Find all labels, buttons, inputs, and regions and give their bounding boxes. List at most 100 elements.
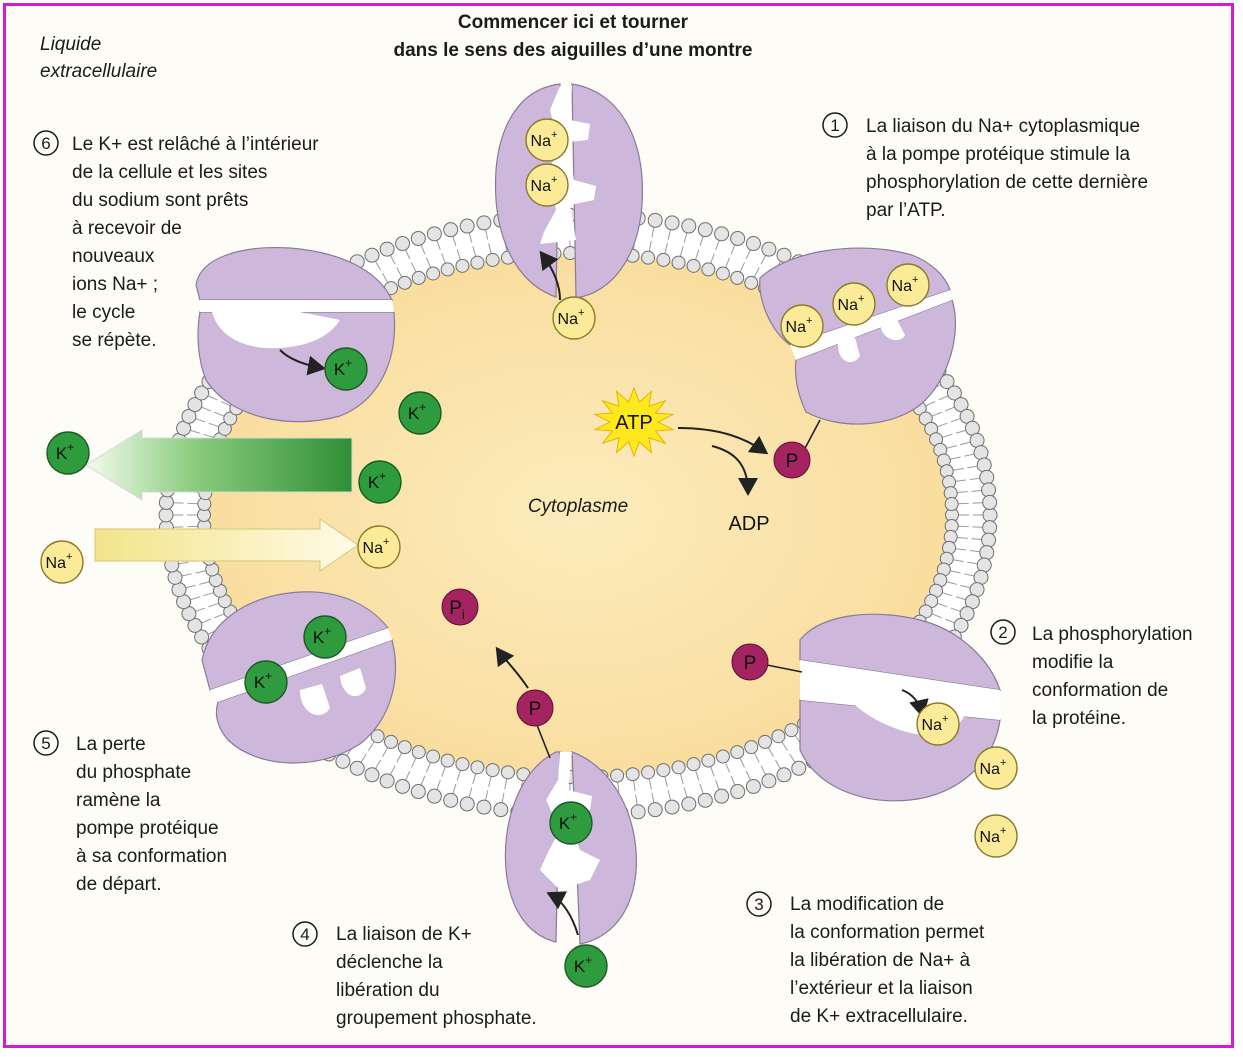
phospholipid-head-inner: [642, 251, 655, 264]
step-number: 6: [41, 134, 50, 153]
phospholipid-head-outer: [444, 793, 458, 807]
potassium-ion: K+: [550, 802, 592, 844]
sodium-ion: Na+: [975, 815, 1017, 857]
step-2-caption: 2La phosphorylationmodifie laconformatio…: [991, 620, 1193, 729]
phospholipid-head-outer: [350, 761, 364, 775]
phospholipid-head-outer: [977, 458, 991, 472]
step-3-caption: 3 La modification de la conformation perme…: [747, 892, 985, 1027]
phosphate-p-2: P: [732, 644, 768, 680]
potassium-ion: K+: [399, 392, 441, 434]
sodium-ion: Na+: [975, 747, 1017, 789]
step-caption-line: déclenche la: [336, 952, 443, 973]
phospholipid-head-outer: [631, 805, 645, 819]
phospholipid-head-inner: [772, 730, 785, 743]
phospholipid-head-inner: [486, 764, 499, 777]
phospholipid-head-inner: [427, 267, 440, 280]
phospholipid-head-outer: [977, 558, 991, 572]
phospholipid-head-outer: [427, 789, 441, 803]
sodium-ion: Na+: [887, 264, 929, 306]
step-caption-line: modifie la: [1032, 652, 1114, 673]
phospholipid-head-outer: [411, 785, 425, 799]
phospholipid-head-outer: [980, 546, 994, 560]
phospholipid-head-inner: [398, 276, 411, 289]
step-number: 5: [41, 734, 50, 753]
phospholipid-head-outer: [494, 803, 508, 817]
potassium-ion: K+: [47, 432, 89, 474]
phospholipid-head-outer: [460, 219, 474, 233]
phospholipid-head-inner: [456, 758, 469, 771]
phospholipid-head-outer: [982, 533, 996, 547]
pump-lower-left: [202, 592, 395, 763]
phospholipid-head-inner: [427, 750, 440, 763]
phosphate-p-3: P: [517, 690, 553, 726]
phospholipid-head-inner: [672, 256, 685, 269]
phospholipid-head-outer: [396, 779, 410, 793]
step-caption-line: du phosphate: [76, 762, 191, 783]
step-caption-line: la conformation permet: [790, 922, 985, 943]
phospholipid-head-inner: [611, 769, 624, 782]
phospholipid-head-outer: [715, 789, 729, 803]
step-caption-line: pompe protéique: [76, 818, 219, 839]
phospholipid-head-outer: [444, 223, 458, 237]
sodium-ion: Na+: [917, 703, 959, 745]
sodium-ion: Na+: [358, 526, 400, 568]
step-4-caption: 4 La liaison de K+ déclenche la libération …: [293, 922, 537, 1029]
sodium-ion: Na+: [833, 283, 875, 325]
phospholipid-head-outer: [380, 242, 394, 256]
step-number: 1: [830, 116, 839, 135]
inorganic-phosphate: Pi: [442, 589, 478, 625]
cytoplasm-label: Cytoplasme: [528, 496, 628, 517]
title-line2: dans le sens des aiguilles d’une montre: [394, 40, 753, 61]
phospholipid-head-inner: [759, 735, 772, 748]
step-caption-line: La modification de: [790, 894, 944, 915]
phospholipid-head-outer: [982, 483, 996, 497]
step-caption-line: de départ.: [76, 874, 162, 895]
step-caption-line: la protéine.: [1032, 708, 1126, 729]
phospholipid-head-inner: [745, 276, 758, 289]
potassium-ion: K+: [304, 616, 346, 658]
phosphate-p-1: P: [774, 442, 810, 478]
phospholipid-head-outer: [746, 237, 760, 251]
step-number: 3: [754, 895, 763, 914]
phospholipid-head-inner: [672, 761, 685, 774]
phospholipid-head-inner: [642, 766, 655, 779]
phospholipid-head-inner: [441, 754, 454, 767]
step-caption-line: La liaison du Na+ cytoplasmique: [866, 116, 1140, 137]
phospholipid-head-outer: [336, 754, 350, 768]
title-line1: Commencer ici et tourner: [458, 12, 689, 33]
sodium-ion: Na+: [553, 297, 595, 339]
potassium-ion: K+: [245, 661, 287, 703]
phospholipid-head-outer: [715, 227, 729, 241]
step-caption-line: de la cellule et les sites: [72, 162, 267, 183]
step-caption-line: La phosphorylation: [1032, 624, 1193, 645]
phospholipid-head-outer: [698, 793, 712, 807]
phospholipid-head-outer: [427, 227, 441, 241]
phospholipid-head-outer: [983, 495, 997, 509]
step-caption-line: La liaison de K+: [336, 924, 472, 945]
phospholipid-head-inner: [716, 267, 729, 280]
extracellular-label-line1: Liquide: [40, 34, 101, 55]
phospholipid-head-outer: [777, 768, 791, 782]
phospholipid-head-outer: [168, 570, 182, 584]
sodium-ion: Na+: [41, 541, 83, 583]
phospholipid-head-outer: [159, 495, 173, 509]
phospholipid-head-outer: [380, 774, 394, 788]
phospholipid-head-inner: [501, 766, 514, 779]
phospholipid-head-outer: [762, 774, 776, 788]
step-caption-line: libération du: [336, 980, 440, 1001]
svg-text:P: P: [529, 699, 542, 720]
phospholipid-head-outer: [792, 761, 806, 775]
pump-upper-left: [196, 248, 395, 422]
step-caption-line: La perte: [76, 734, 146, 755]
phospholipid-head-inner: [385, 735, 398, 748]
step-number: 4: [300, 925, 309, 944]
phospholipid-head-outer: [648, 803, 662, 817]
phospholipid-head-inner: [471, 256, 484, 269]
phospholipid-head-outer: [682, 797, 696, 811]
svg-text:P: P: [744, 653, 757, 674]
step-caption-line: de K+ extracellulaire.: [790, 1006, 968, 1027]
step-caption-line: groupement phosphate.: [336, 1008, 537, 1029]
step-caption-line: la libération de Na+ à: [790, 950, 971, 971]
